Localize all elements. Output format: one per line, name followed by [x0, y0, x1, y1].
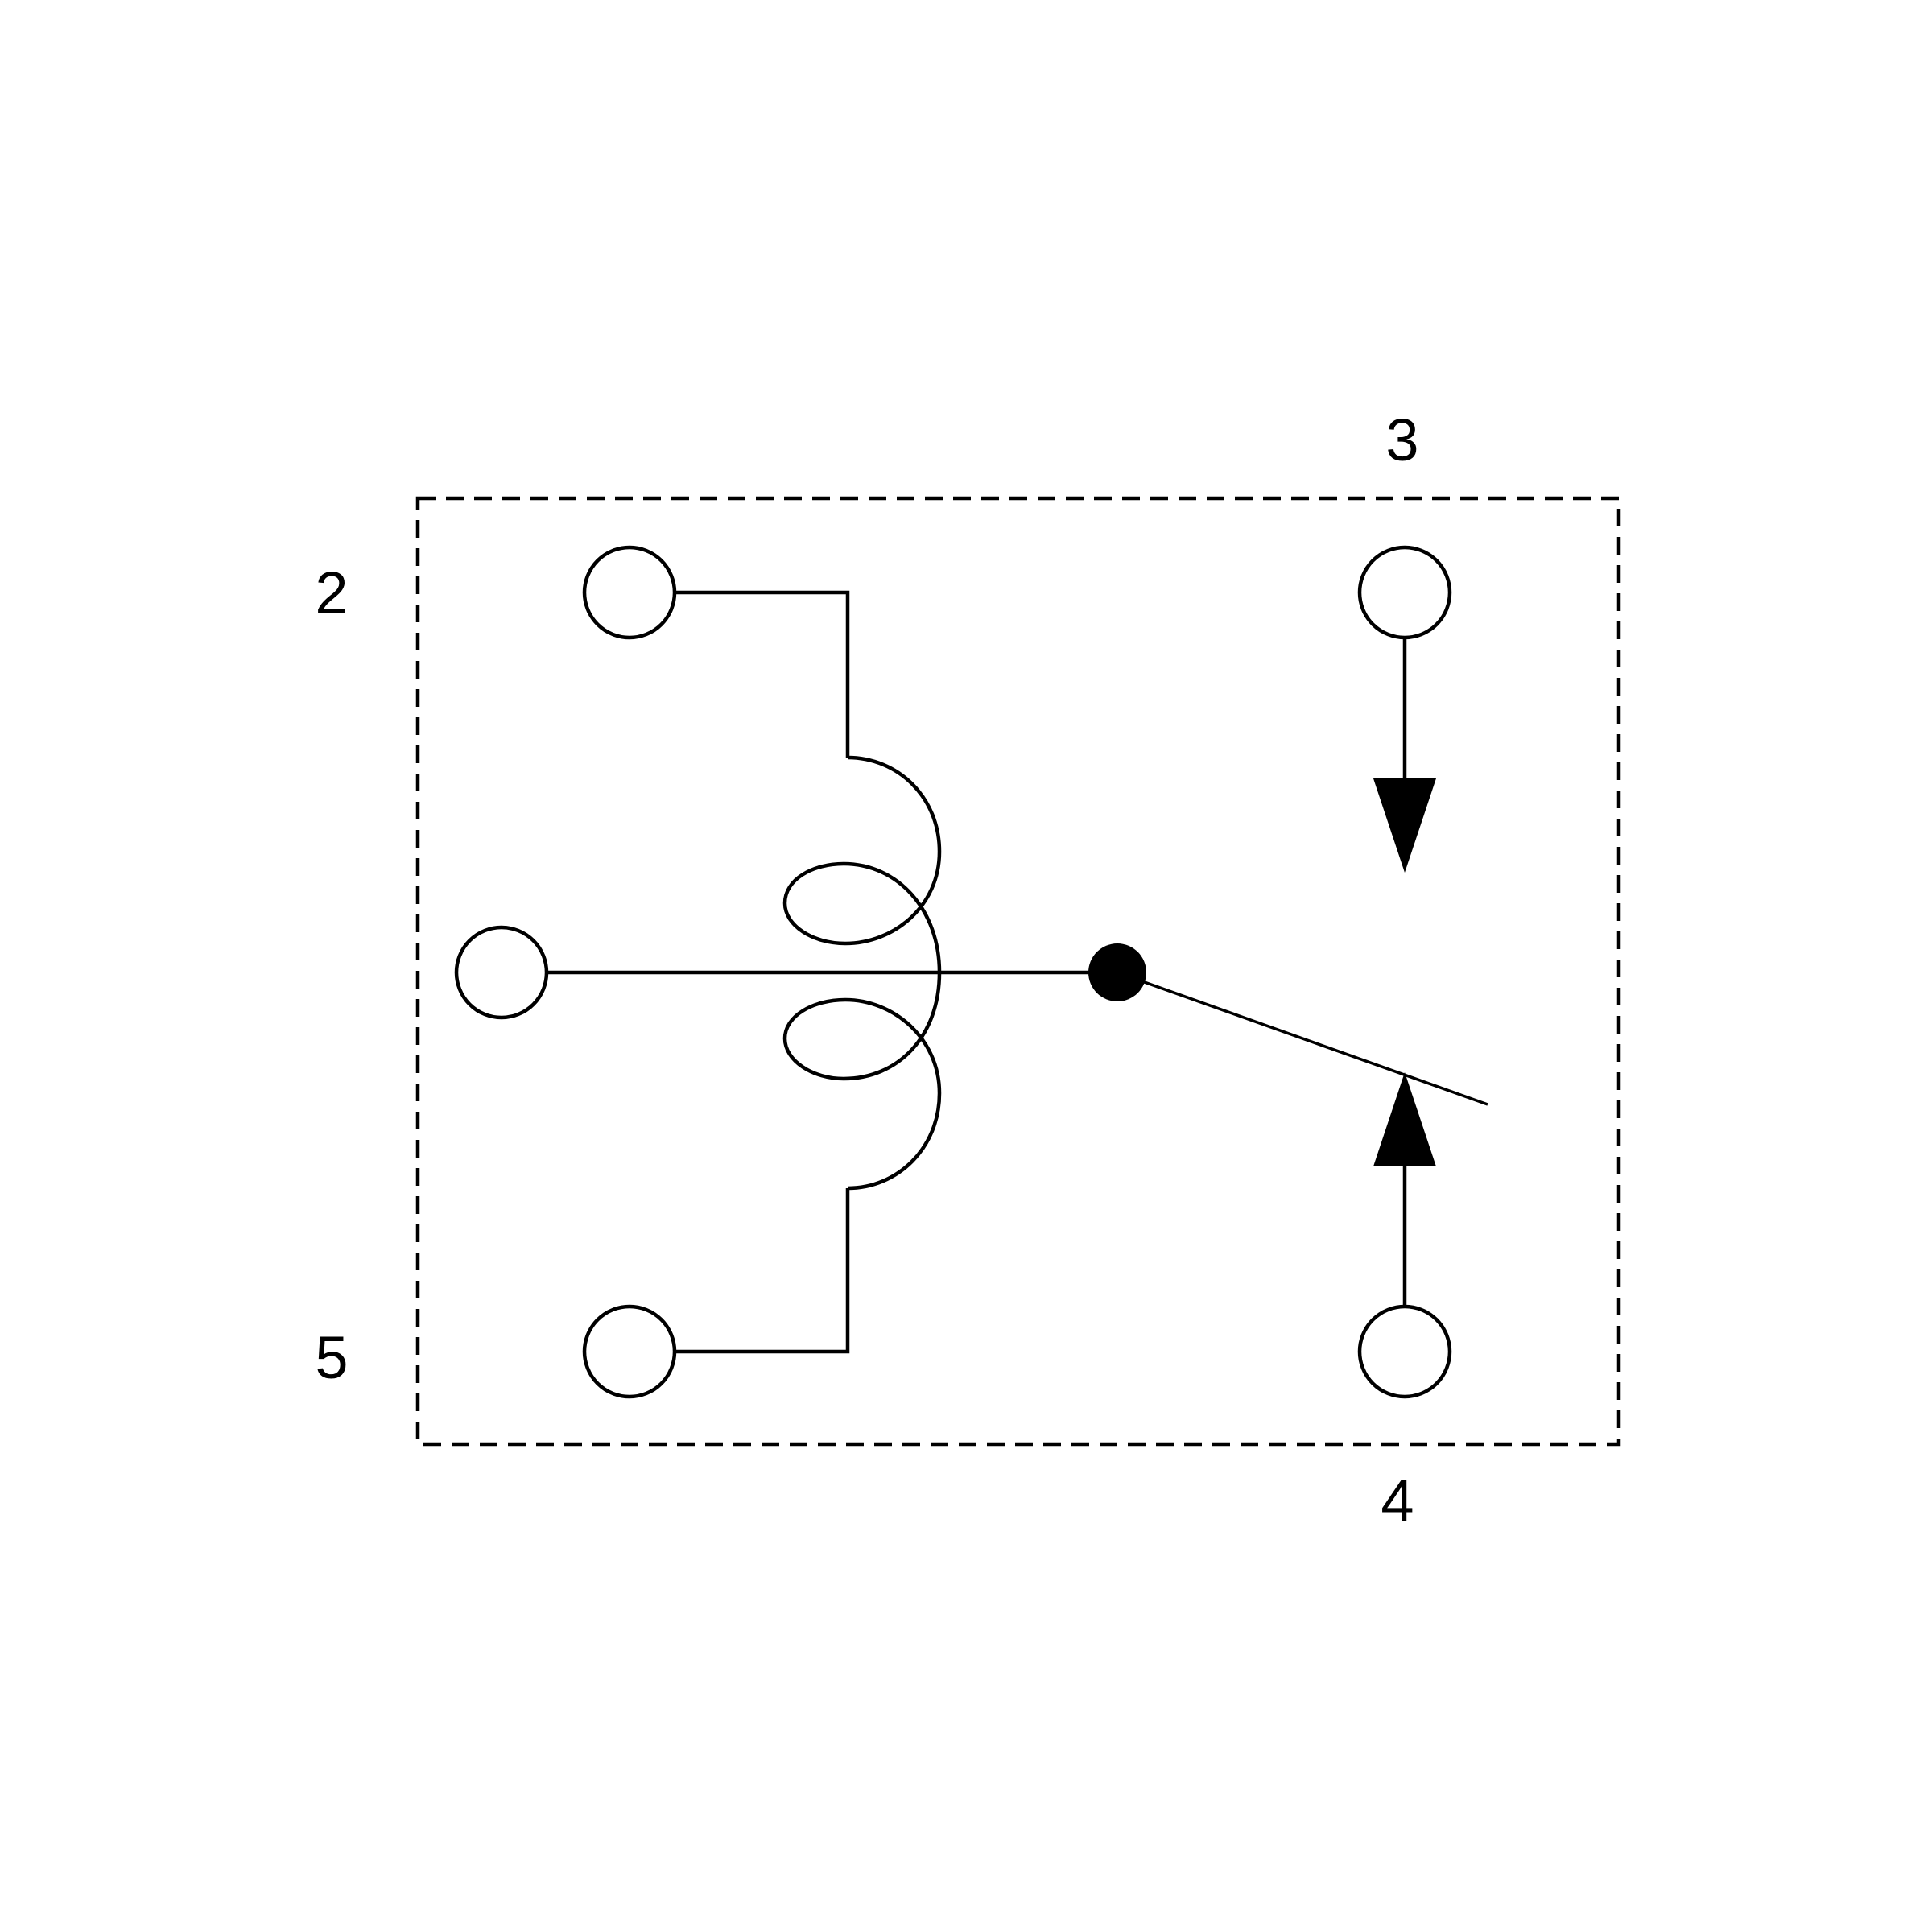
pin-label-2: 2 — [315, 559, 348, 626]
switch-blade — [1117, 971, 1488, 1106]
terminal-pin-4 — [1357, 1304, 1452, 1399]
pivot-point — [1088, 943, 1146, 1001]
contact-arrow-up-icon — [1373, 1072, 1436, 1166]
pin-label-4: 4 — [1381, 1468, 1414, 1534]
pin-label-5: 5 — [315, 1324, 348, 1391]
coil-wire-bottom — [675, 1188, 850, 1354]
terminal-pin-3 — [1357, 545, 1452, 640]
terminal-pin-2 — [582, 545, 677, 640]
pin-label-3: 3 — [1385, 407, 1418, 473]
terminal-pin-5 — [582, 1304, 677, 1399]
terminal-common — [454, 925, 549, 1020]
contact-arrow-down-icon — [1373, 778, 1436, 873]
coil-wire-top — [675, 590, 850, 758]
relay-enclosure — [415, 496, 1621, 1447]
